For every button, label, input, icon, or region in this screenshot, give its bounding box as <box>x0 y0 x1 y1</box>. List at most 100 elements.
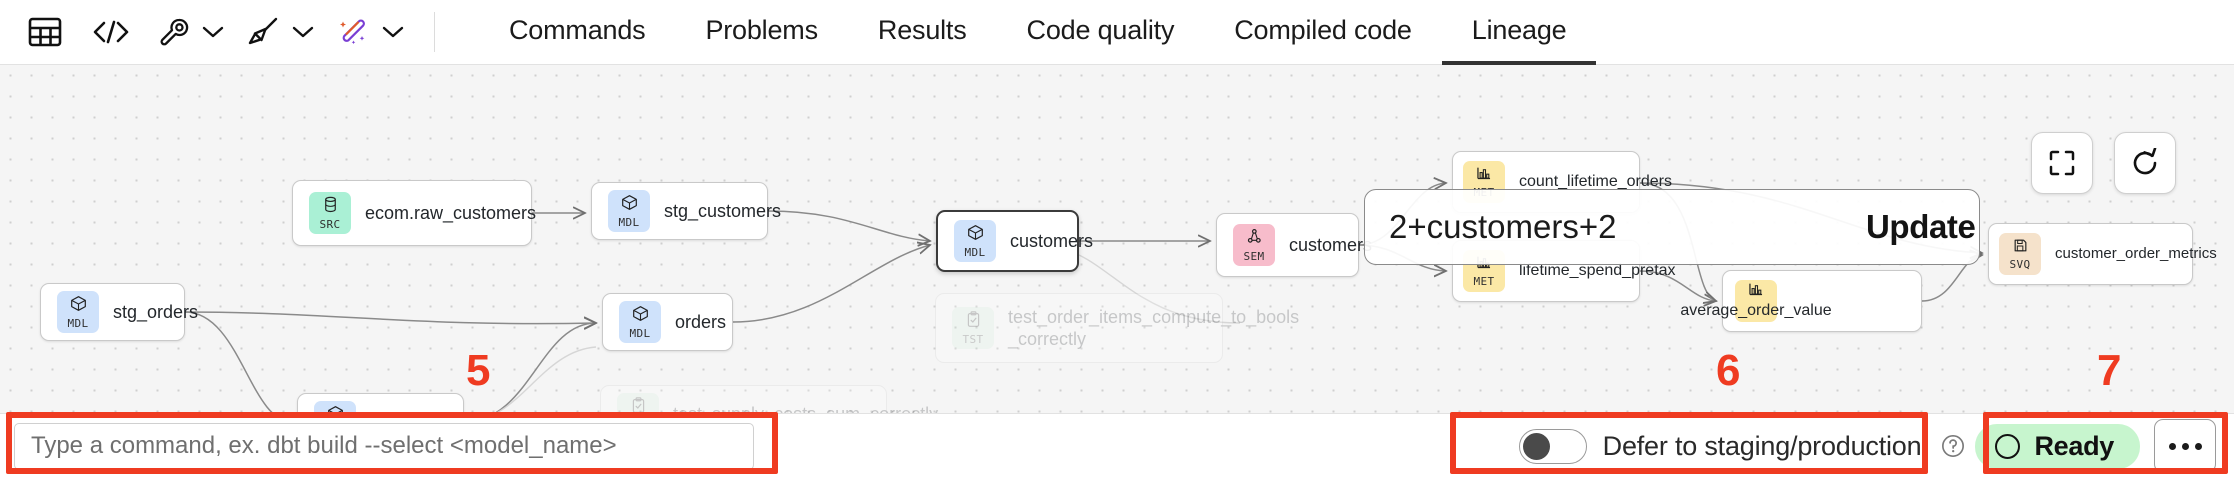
command-input-wrapper <box>14 422 754 470</box>
ellipsis-icon <box>2194 442 2202 450</box>
node-type-badge-svq: SVQ <box>1999 233 2041 275</box>
command-input[interactable] <box>14 422 754 470</box>
node-type-badge-mdl: MDL <box>314 401 356 413</box>
cube-icon <box>327 405 344 413</box>
command-bar: Defer to staging/production Ready <box>0 413 2234 478</box>
cube-icon <box>967 224 984 245</box>
lineage-node-test-order-items[interactable]: TST test_order_items_compute_to_bools _c… <box>935 293 1299 363</box>
node-type-badge-tst: TST <box>617 393 659 413</box>
defer-toggle[interactable] <box>1518 428 1587 464</box>
lineage-node-customer-order-metrics[interactable]: SVQ customer_order_metrics <box>1988 223 2217 285</box>
ellipsis-icon <box>2168 442 2176 450</box>
lineage-node-customers-model[interactable]: MDL customers <box>936 210 1093 272</box>
status-badge[interactable]: Ready <box>1975 423 2140 469</box>
node-type-badge-sem: SEM <box>1233 224 1275 266</box>
tab-compiled-code[interactable]: Compiled code <box>1204 0 1442 65</box>
circle-outline-icon <box>1995 433 2021 459</box>
tab-label: Problems <box>705 14 818 45</box>
node-label: test_supply_costs_sum_correctly <box>673 403 938 413</box>
more-options-button[interactable] <box>2154 419 2216 473</box>
lineage-graph-canvas[interactable]: MDL stg_orders SRC ecom.raw_customers MD… <box>0 65 2234 413</box>
status-label: Ready <box>2034 430 2114 461</box>
lineage-node-orders[interactable]: MDL orders <box>602 293 733 351</box>
node-type-label: MDL <box>964 245 986 259</box>
cube-icon <box>632 305 649 326</box>
build-tools-group <box>150 9 228 55</box>
ai-tools-group <box>330 9 408 55</box>
tab-problems[interactable]: Problems <box>675 0 847 65</box>
tab-label: Commands <box>509 14 646 45</box>
chevron-down-icon[interactable] <box>378 12 408 52</box>
lineage-node-order-items[interactable]: MDL order_items <box>297 393 465 413</box>
refresh-icon <box>2133 148 2157 175</box>
lineage-node-stg-customers[interactable]: MDL stg_customers <box>591 182 781 240</box>
node-type-label: MDL <box>629 326 651 340</box>
node-label: stg_orders <box>113 301 199 322</box>
update-graph-label: Update Graph <box>1866 208 1979 245</box>
fit-to-screen-button[interactable] <box>2031 132 2093 194</box>
clipboard-check-icon <box>631 396 646 414</box>
ellipsis-icon <box>2181 442 2189 450</box>
toolbar-divider <box>434 12 435 52</box>
node-type-badge-met: average_order_value <box>1680 280 1832 322</box>
node-type-label: MDL <box>618 215 640 229</box>
lineage-node-test-supply-costs[interactable]: TST test_supply_costs_sum_correctly <box>600 385 938 413</box>
node-type-label: MET <box>1473 275 1495 288</box>
graph-selector-panel: Update Graph <box>1364 189 1980 265</box>
node-label: customers <box>1010 230 1094 251</box>
cube-icon <box>70 295 87 316</box>
magic-wand-icon[interactable] <box>330 9 376 55</box>
format-tools-group <box>240 9 318 55</box>
tab-label: Results <box>877 14 967 45</box>
bar-chart-icon <box>1748 281 1764 301</box>
refresh-graph-button[interactable] <box>2114 132 2176 194</box>
status-control-group: Ready <box>1975 419 2216 473</box>
node-label: ecom.raw_customers <box>365 202 537 223</box>
update-graph-button[interactable]: Update Graph <box>1838 190 1979 264</box>
node-type-label: MDL <box>67 316 89 330</box>
chevron-down-icon[interactable] <box>288 12 318 52</box>
node-label: count_lifetime_orders <box>1519 173 1672 190</box>
panel-tabs: Commands Problems Results Code quality C… <box>479 0 1597 65</box>
table-view-icon[interactable] <box>22 9 68 55</box>
node-label: test_order_items_compute_to_bools _corre… <box>1008 306 1300 350</box>
lineage-node-customers-semantic[interactable]: SEM customers <box>1216 213 1372 277</box>
cube-icon <box>621 194 638 215</box>
tab-label: Compiled code <box>1234 14 1412 45</box>
editor-toolbar: Commands Problems Results Code quality C… <box>0 0 2234 65</box>
defer-control-group: Defer to staging/production <box>1518 428 1966 464</box>
tab-label: Code quality <box>1026 14 1175 45</box>
tab-lineage[interactable]: Lineage <box>1441 0 1597 65</box>
clipboard-check-icon <box>966 310 981 332</box>
broom-icon[interactable] <box>240 9 286 55</box>
fit-screen-icon <box>2049 150 2075 176</box>
node-type-label: SEM <box>1243 249 1265 263</box>
question-mark-icon[interactable] <box>1941 434 1965 458</box>
bar-chart-icon <box>1476 165 1492 185</box>
node-label: lifetime_spend_pretax <box>1519 262 1676 279</box>
node-type-label: SRC <box>319 217 341 231</box>
node-type-badge-mdl: MDL <box>608 190 650 232</box>
lineage-node-stg-orders[interactable]: MDL stg_orders <box>40 283 198 341</box>
tab-code-quality[interactable]: Code quality <box>997 0 1205 65</box>
lineage-node-average-order-value[interactable]: average_order_value <box>1680 270 1922 332</box>
node-type-badge-src: SRC <box>309 192 351 234</box>
graph-selector-input[interactable] <box>1365 190 1838 264</box>
node-label: orders <box>675 311 727 332</box>
toggle-knob <box>1522 432 1550 460</box>
node-label: stg_customers <box>664 200 782 221</box>
node-label: customer_order_metrics <box>2055 244 2217 262</box>
wrench-icon[interactable] <box>150 9 196 55</box>
tab-label: Lineage <box>1471 14 1567 45</box>
code-view-icon[interactable] <box>88 9 134 55</box>
node-type-label: TST <box>962 332 984 346</box>
node-type-badge-mdl: MDL <box>954 220 996 262</box>
lineage-node-ecom-raw-customers[interactable]: SRC ecom.raw_customers <box>292 180 536 246</box>
node-type-badge-mdl: MDL <box>619 301 661 343</box>
chevron-down-icon[interactable] <box>198 12 228 52</box>
database-icon <box>323 196 338 217</box>
tab-results[interactable]: Results <box>848 0 997 65</box>
toolbar-icon-group <box>0 0 449 64</box>
tab-commands[interactable]: Commands <box>479 0 675 65</box>
